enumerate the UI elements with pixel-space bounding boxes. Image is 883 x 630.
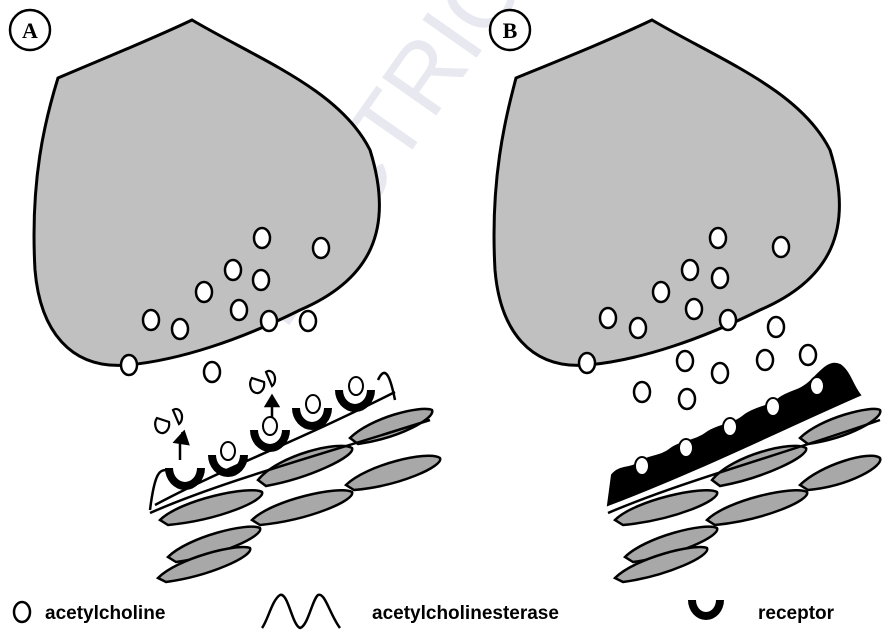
acetylcholine-vesicle: [600, 308, 616, 328]
bound-acetylcholine: [810, 377, 824, 395]
bound-acetylcholine: [221, 442, 235, 460]
acetylcholine-vesicle: [710, 228, 726, 248]
acetylcholine-fragment: [173, 409, 182, 424]
acetylcholine-vesicle: [768, 317, 784, 337]
muscle-fibers-a: [158, 409, 440, 582]
acetylcholine-vesicle: [231, 300, 247, 320]
acetylcholine-vesicle: [679, 389, 695, 409]
acetylcholine-vesicle: [800, 345, 816, 365]
muscle-fiber: [252, 490, 352, 525]
acetylcholine-vesicle: [196, 282, 212, 302]
acetylcholine-vesicle: [172, 319, 188, 339]
acetylcholine-vesicle: [634, 382, 650, 402]
acetylcholine-vesicle: [579, 353, 595, 373]
legend-acetylcholinesterase-icon: [262, 595, 340, 628]
acetylcholine-vesicle: [677, 351, 693, 371]
acetylcholine-vesicle: [254, 228, 270, 248]
muscle-fiber: [707, 490, 807, 525]
bound-acetylcholine: [679, 439, 693, 457]
acetylcholine-vesicle: [630, 318, 646, 338]
panel-label-b: B: [490, 10, 530, 50]
bound-acetylcholine: [766, 398, 780, 416]
acetylcholine-fragment: [250, 378, 264, 393]
acetylcholine-fragment: [155, 418, 169, 433]
muscle-fiber: [346, 456, 440, 490]
bound-acetylcholine: [635, 457, 649, 475]
bound-acetylcholine: [349, 377, 363, 395]
acetylcholine-vesicle: [686, 299, 702, 319]
acetylcholine-fragment: [266, 371, 275, 386]
svg-text:B: B: [503, 18, 518, 43]
acetylcholine-vesicle: [143, 310, 159, 330]
acetylcholine-vesicle: [757, 350, 773, 370]
acetylcholine-vesicle: [121, 355, 137, 375]
legend-acetylcholine-icon: [14, 602, 30, 622]
muscle-fiber: [350, 409, 432, 444]
bound-acetylcholine: [306, 395, 320, 413]
acetylcholine-vesicle: [313, 238, 329, 258]
legend-receptor-label: receptor: [758, 603, 835, 624]
acetylcholine-vesicle: [225, 260, 241, 280]
nerve-terminal-a: [34, 20, 379, 365]
acetylcholine-vesicle: [204, 362, 220, 382]
acetylcholine-vesicle: [682, 260, 698, 280]
acetylcholine-vesicle: [261, 311, 277, 331]
panel-b: B: [490, 10, 880, 582]
legend-acetylcholine-label: acetylcholine: [45, 603, 165, 624]
legend: acetylcholine acetylcholinesterase recep…: [14, 595, 835, 628]
svg-text:A: A: [22, 18, 38, 43]
acetylcholine-vesicle: [712, 268, 728, 288]
nerve-terminal-b: [494, 20, 839, 365]
acetylcholine-vesicle: [253, 270, 269, 290]
legend-acetylcholinesterase-label: acetylcholinesterase: [372, 603, 559, 624]
muscle-fiber: [800, 456, 880, 490]
legend-receptor-icon: [688, 600, 724, 620]
acetylcholine-vesicle: [300, 311, 316, 331]
receptor: [165, 468, 205, 490]
breakdown-arrow-head: [175, 432, 188, 444]
acetylcholine-vesicle: [653, 282, 669, 302]
panel-label-a: A: [10, 10, 50, 50]
bound-acetylcholine: [263, 417, 277, 435]
acetylcholine-vesicle: [720, 310, 736, 330]
breakdown-arrow-head: [266, 396, 278, 406]
bound-acetylcholine: [723, 418, 737, 436]
acetylcholine-vesicle: [712, 363, 728, 383]
acetylcholine-vesicle: [773, 237, 789, 257]
